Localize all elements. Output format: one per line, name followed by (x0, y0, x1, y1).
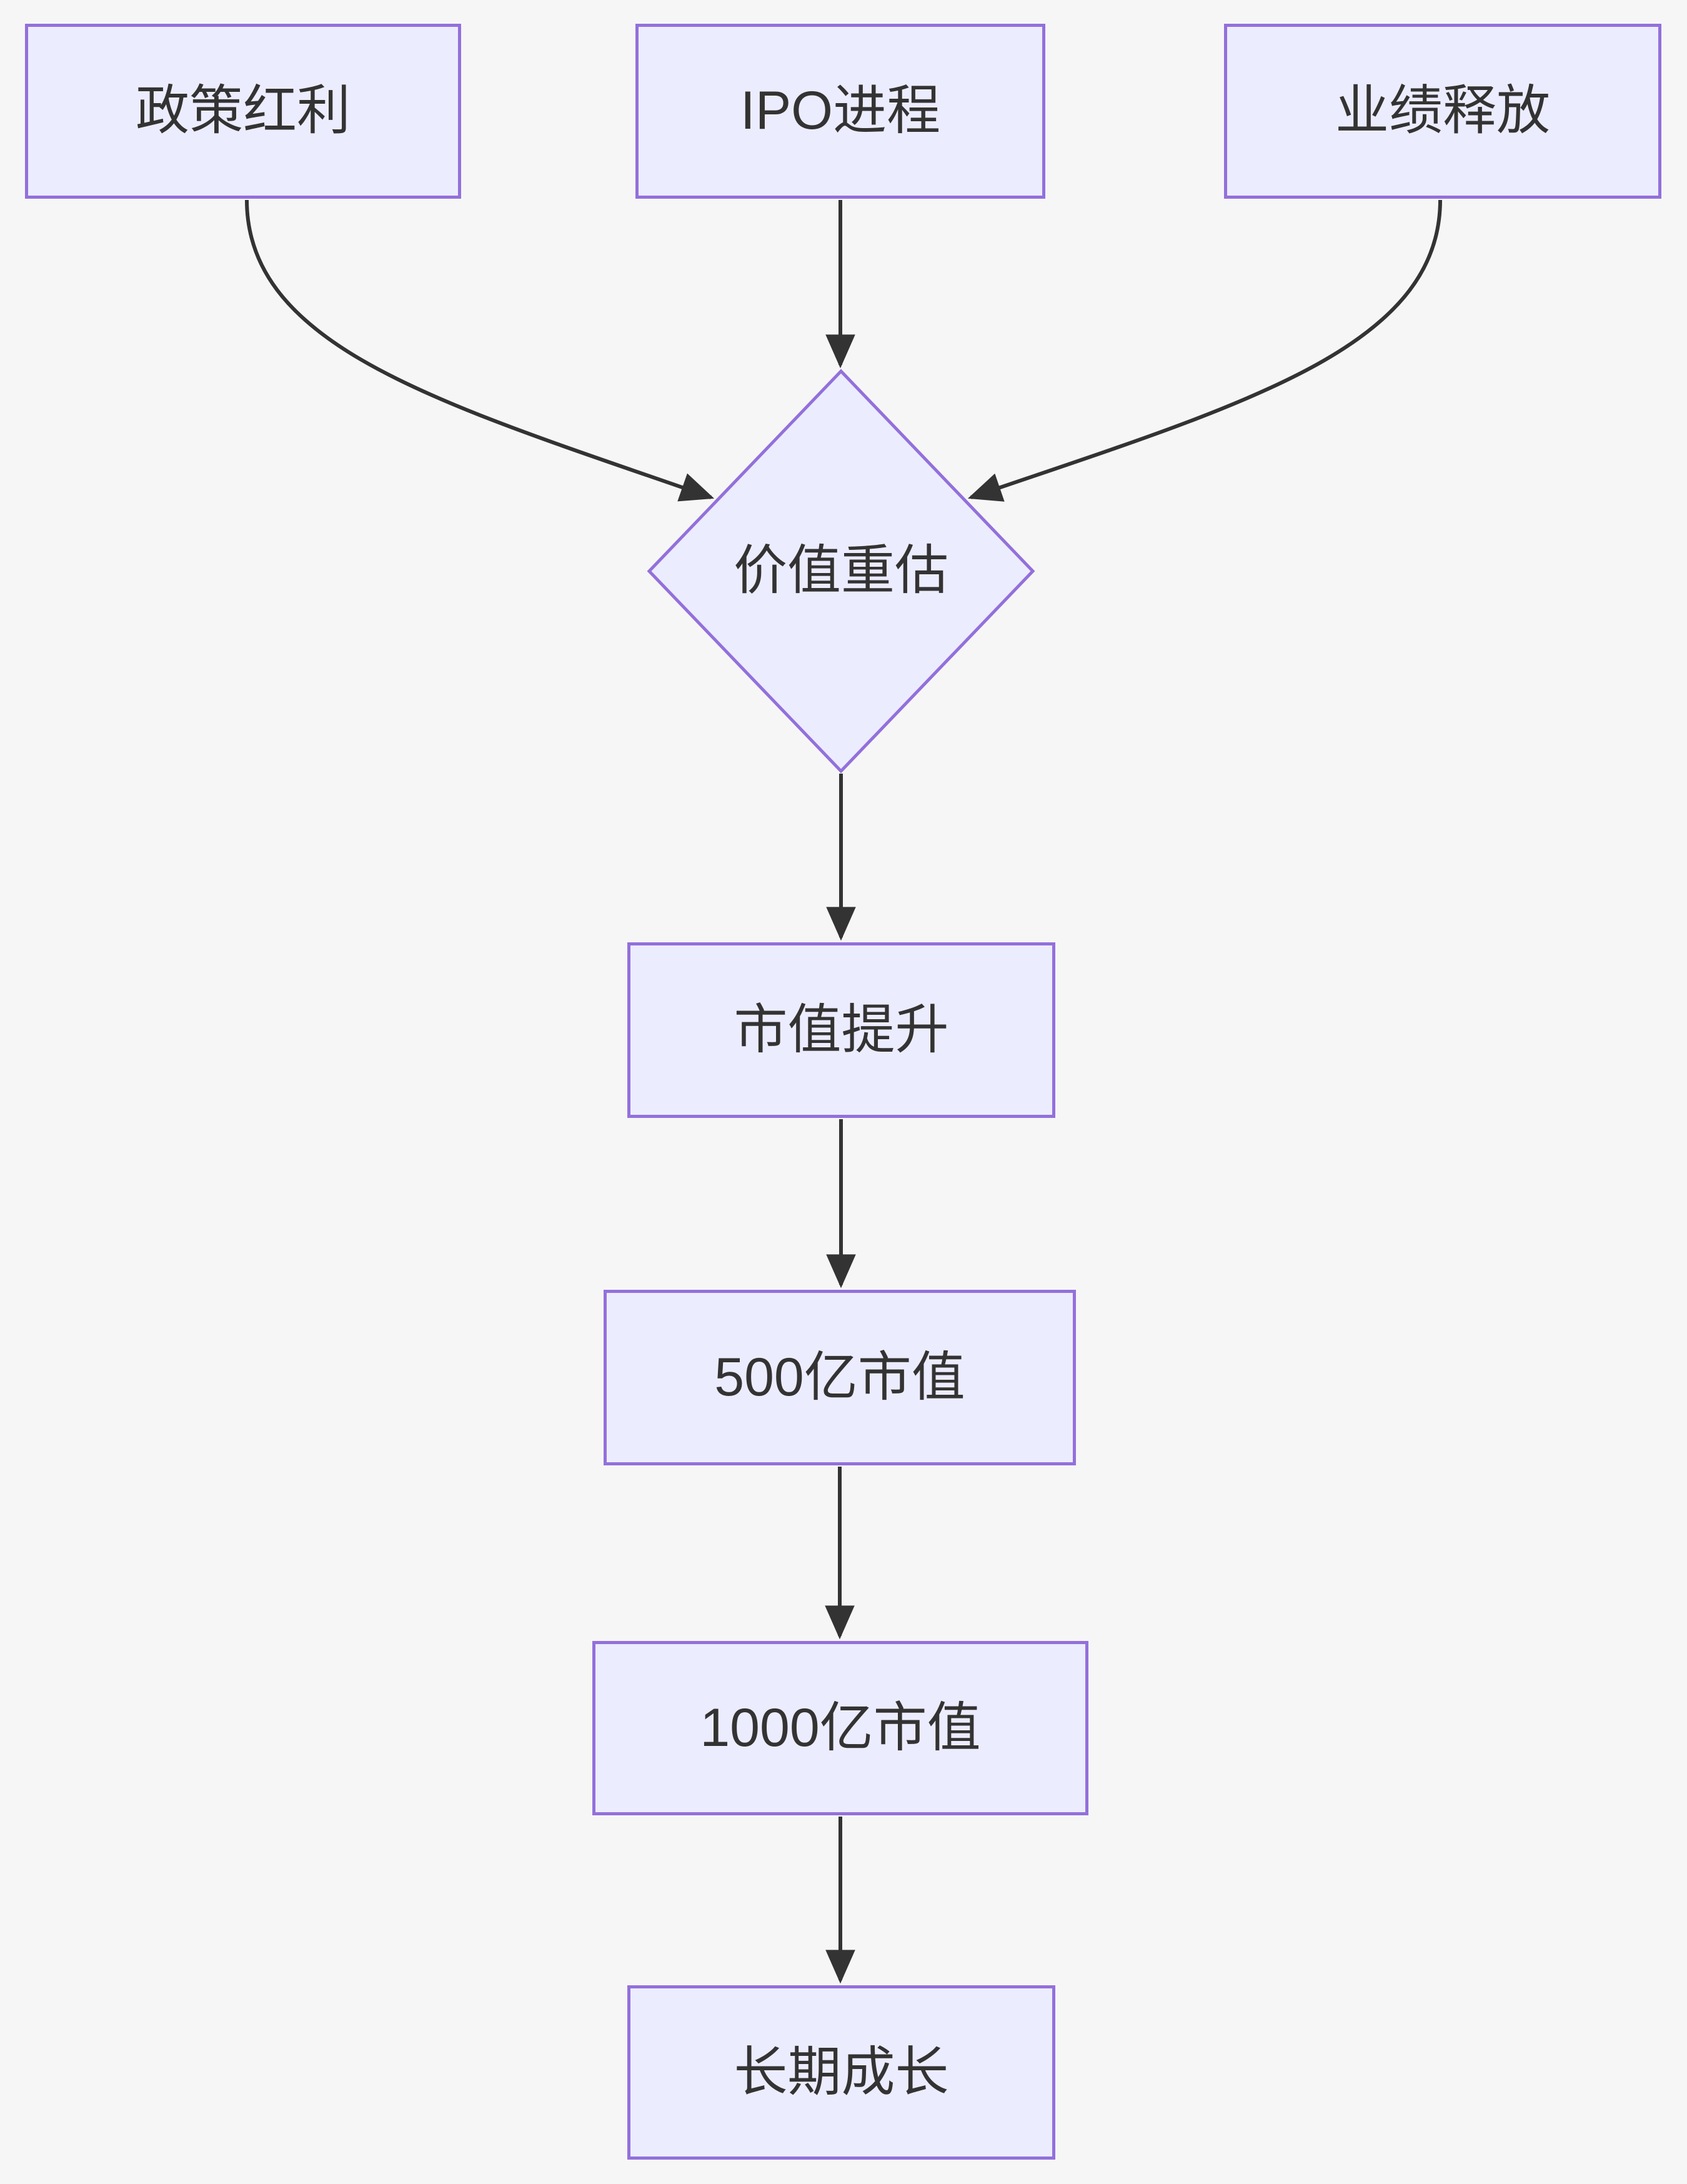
node-long-term-growth: 长期成长 (627, 1985, 1055, 2160)
node-label-market-cap-50b: 500亿市值 (714, 1347, 965, 1407)
edge-policy-to-revaluation (245, 199, 715, 502)
node-label-value-revaluation: 价值重估 (734, 541, 948, 601)
node-value-revaluation: 价值重估 (647, 369, 1035, 774)
node-performance-release: 业绩释放 (1224, 24, 1661, 199)
node-market-cap-100b: 1000亿市值 (592, 1641, 1088, 1815)
node-market-cap-50b: 500亿市值 (604, 1290, 1076, 1465)
node-label-policy-dividend: 政策红利 (136, 81, 351, 141)
node-label-performance-release: 业绩释放 (1335, 81, 1550, 141)
node-label-market-cap-100b: 1000亿市值 (700, 1697, 981, 1758)
node-ipo-process: IPO进程 (635, 24, 1045, 199)
node-label-market-cap-rise: 市值提升 (734, 999, 949, 1060)
node-policy-dividend: 政策红利 (25, 24, 461, 199)
edge-performance-to-revaluation (967, 199, 1442, 502)
diamond-shape (647, 369, 1035, 774)
node-label-long-term-growth: 长期成长 (734, 2042, 949, 2102)
node-label-ipo-process: IPO进程 (740, 81, 941, 141)
node-market-cap-rise: 市值提升 (627, 942, 1055, 1118)
